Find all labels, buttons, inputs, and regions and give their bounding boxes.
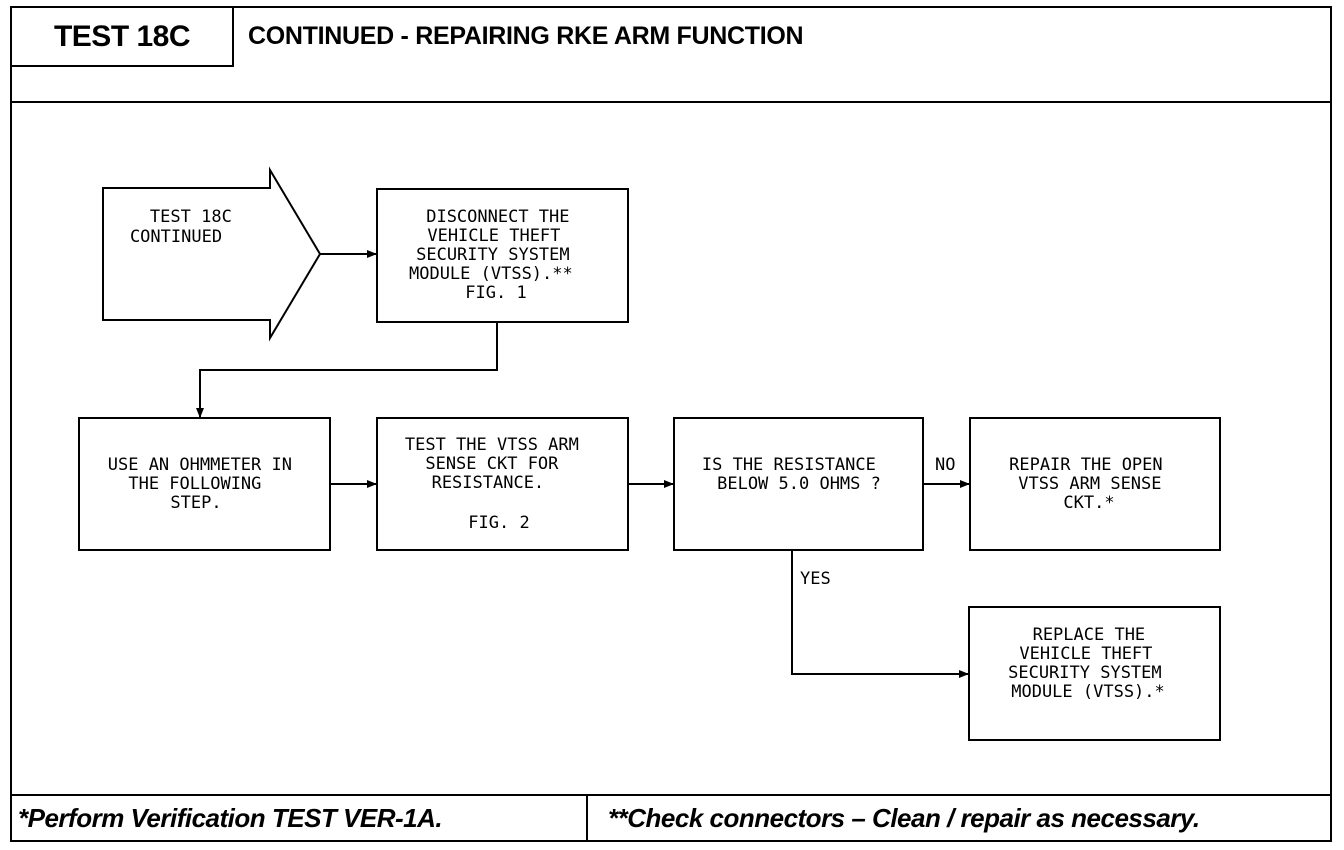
footer-divider <box>586 796 588 840</box>
repair-step-box <box>969 417 1221 551</box>
decision-text: IS THE RESISTANCE BELOW 5.0 OHMS ? <box>702 455 886 494</box>
ohmmeter-step-line: THE FOLLOWING <box>128 474 261 494</box>
edge-label-yes: YES <box>800 569 831 589</box>
disconnect-step-line: DISCONNECT THE <box>426 207 569 227</box>
replace-step-line: MODULE (VTSS).* <box>1011 682 1165 702</box>
header-bar: TEST 18C CONTINUED - REPAIRING RKE ARM F… <box>12 8 1330 103</box>
test-arm-step-line: SENSE CKT FOR <box>425 454 559 474</box>
ohmmeter-step-text: USE AN OHMMETER IN THE FOLLOWING STEP. <box>108 455 302 513</box>
ohmmeter-step-line: USE AN OHMMETER IN <box>108 455 292 475</box>
test-arm-step-line: FIG. 2 <box>468 513 529 533</box>
disconnect-step-line: MODULE (VTSS).** <box>409 264 573 284</box>
disconnect-step-text: DISCONNECT THE VEHICLE THEFT SECURITY SY… <box>409 207 583 303</box>
decision-box <box>673 417 924 551</box>
edge-label-no: NO <box>935 455 955 475</box>
replace-step-text: REPLACE THE VEHICLE THEFT SECURITY SYSTE… <box>1008 625 1172 702</box>
disconnect-step-line: VEHICLE THEFT <box>427 226 560 246</box>
connector-decision-to-replace <box>791 550 969 678</box>
replace-step-line: SECURITY SYSTEM <box>1008 663 1162 683</box>
ohmmeter-step-box <box>78 417 331 551</box>
test-arm-step-line: TEST THE VTSS ARM <box>405 435 579 455</box>
start-label: TEST 18C CONTINUED <box>130 207 242 247</box>
start-label-line: TEST 18C <box>150 207 232 227</box>
test-id: TEST 18C <box>12 8 234 67</box>
disconnect-step-line: FIG. 1 <box>465 283 526 303</box>
replace-step-box <box>968 606 1221 741</box>
repair-step-text: REPAIR THE OPEN VTSS ARM SENSE CKT.* <box>1009 455 1173 513</box>
connector-disconnect-to-ohmmeter <box>196 322 498 418</box>
repair-step-line: VTSS ARM SENSE <box>1018 474 1161 494</box>
procedure-page: TEST 18C CONTINUED - REPAIRING RKE ARM F… <box>10 6 1332 842</box>
disconnect-step-box <box>376 188 629 323</box>
decision-line: IS THE RESISTANCE <box>702 455 876 475</box>
test-arm-step-box <box>376 417 629 551</box>
decision-line: BELOW 5.0 OHMS ? <box>717 474 881 494</box>
page-title: CONTINUED - REPAIRING RKE ARM FUNCTION <box>248 22 804 50</box>
footnote-connectors: **Check connectors – Clean / repair as n… <box>608 802 1200 833</box>
start-arrow-shape <box>102 166 322 342</box>
start-label-line: CONTINUED <box>130 227 222 247</box>
disconnect-step-line: SECURITY SYSTEM <box>416 245 570 265</box>
test-arm-step-text: TEST THE VTSS ARM SENSE CKT FOR RESISTAN… <box>405 435 589 533</box>
replace-step-line: REPLACE THE <box>1033 625 1146 645</box>
test-arm-step-line: RESISTANCE. <box>432 473 545 493</box>
footnote-verification: *Perform Verification TEST VER-1A. <box>18 802 443 833</box>
footer-bar: *Perform Verification TEST VER-1A. **Che… <box>12 794 1330 840</box>
repair-step-line: REPAIR THE OPEN <box>1009 455 1163 475</box>
replace-step-line: VEHICLE THEFT <box>1019 644 1152 664</box>
repair-step-line: CKT.* <box>1063 493 1114 513</box>
ohmmeter-step-line: STEP. <box>170 493 221 513</box>
